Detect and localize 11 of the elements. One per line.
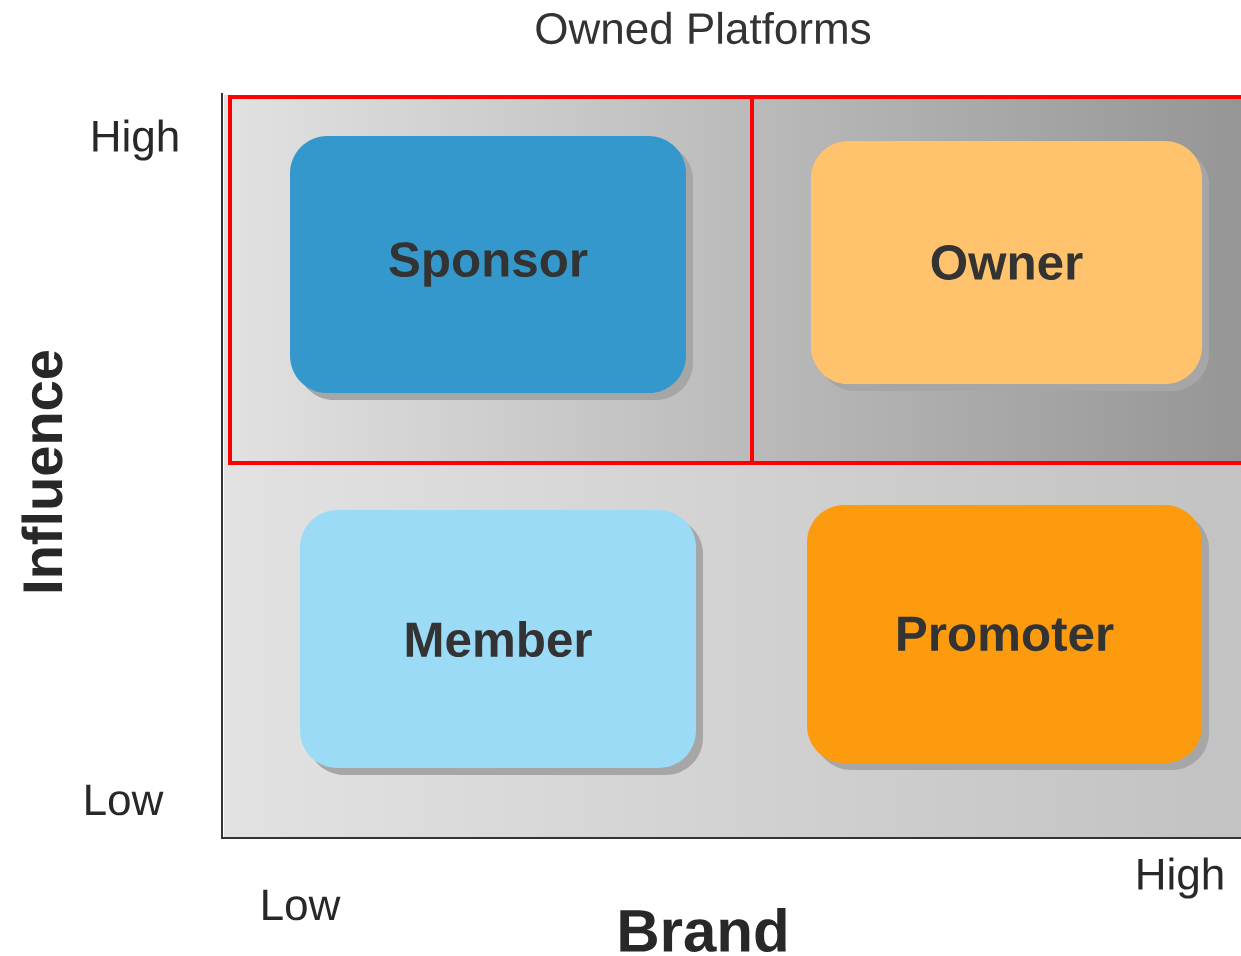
axis-title: Brand [620,908,786,953]
axis-title: Influence [21,351,63,592]
chart-title: Owned Platforms [536,11,871,45]
axis-tick-label: High [93,119,178,161]
quadrant-box: Sponsor [290,136,693,400]
quadrant-box: Member [300,510,703,775]
axis-tick-label: Low [86,784,164,816]
quadrant-box: Owner [811,141,1209,391]
axis-tick-label: Low [263,889,341,921]
axis-tick-label: High [1138,857,1223,899]
quadrant-box: Promoter [807,505,1209,770]
